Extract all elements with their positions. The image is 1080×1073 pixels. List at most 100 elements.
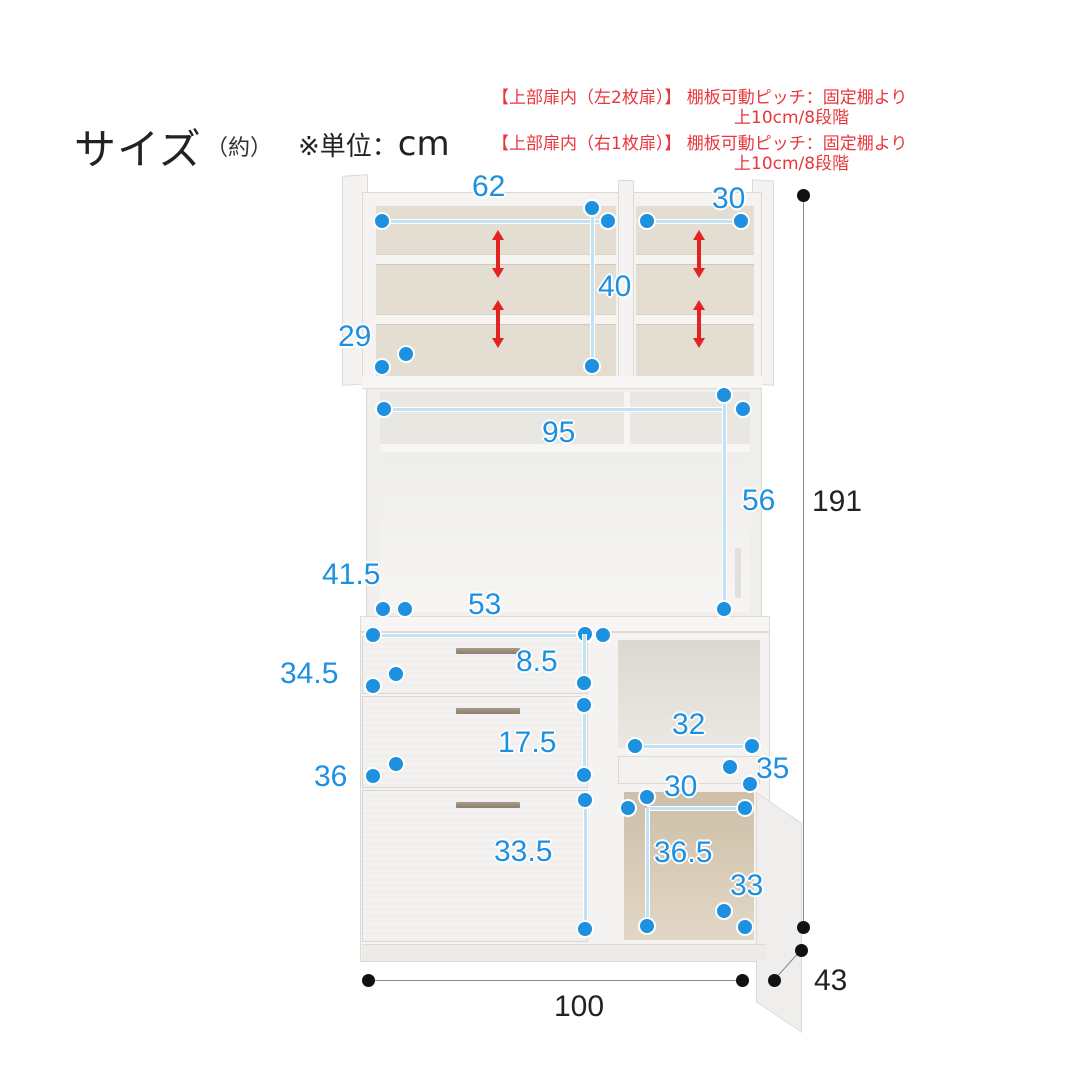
middle-top-shelf-space: [380, 392, 750, 444]
dim-overall-height: 191: [812, 485, 863, 518]
adjust-arrow-icon: [693, 230, 705, 278]
dim-counter-depth: 41.5: [322, 558, 381, 591]
dim-counter-width: 53: [468, 588, 502, 621]
dim-upper-right-width: 30: [712, 182, 746, 215]
dim-dot: [387, 665, 405, 683]
unit-value: cm: [397, 124, 450, 164]
dim-drawer2-depth: 36: [314, 760, 348, 793]
drawer-handle: [456, 802, 520, 808]
dim-line-slide-width: [635, 744, 752, 749]
unit-prefix: ※単位：: [298, 132, 398, 162]
dim-dot-black: [362, 974, 375, 987]
dim-dot: [736, 799, 754, 817]
dim-dot: [743, 737, 761, 755]
dim-lower-right-depth: 33: [730, 869, 764, 902]
adjust-arrow-icon: [693, 300, 705, 348]
dim-dot-black: [797, 189, 810, 202]
dim-dot: [364, 767, 382, 785]
note-bracket: 【上部扉内（右1枚扉）】: [492, 134, 682, 154]
dim-dot: [373, 212, 391, 230]
dim-dot: [576, 791, 594, 809]
dim-dot: [626, 737, 644, 755]
dim-slide-width: 32: [672, 708, 706, 741]
dim-upper-height: 40: [598, 270, 632, 303]
dim-upper-depth: 29: [338, 320, 372, 353]
dim-lower-right-height: 36.5: [654, 836, 713, 869]
dim-dot: [638, 212, 656, 230]
countertop: [360, 616, 770, 632]
dim-line-counter-width: [373, 633, 585, 638]
dim-dot: [736, 918, 754, 936]
size-title: サイズ: [74, 125, 202, 174]
appliance-space: [618, 640, 760, 748]
dim-dot: [575, 674, 593, 692]
lower-right-door-open: [756, 792, 802, 1034]
middle-divider: [624, 392, 630, 444]
note-text: 棚板可動ピッチ：固定棚より: [686, 134, 908, 154]
dim-dot: [575, 766, 593, 784]
dim-dot: [373, 358, 391, 376]
dim-dot-black: [795, 944, 808, 957]
dim-drawer1-height: 8.5: [516, 645, 558, 678]
unit-label: ※単位：cm: [298, 124, 450, 164]
dim-middle-height: 56: [742, 484, 776, 517]
dim-line-overall-width: [368, 980, 742, 981]
dim-line-middle-height: [722, 395, 727, 609]
drawer-3: [362, 790, 588, 942]
dim-dot: [732, 212, 750, 230]
note-upper-left: 【上部扉内（左2枚扉）】 棚板可動ピッチ：固定棚より: [492, 88, 907, 108]
dim-dot: [575, 696, 593, 714]
dim-dot: [364, 677, 382, 695]
dim-dot: [374, 600, 392, 618]
note-upper-right: 【上部扉内（右1枚扉）】 棚板可動ピッチ：固定棚より: [492, 134, 907, 154]
dim-line-drawer3-height: [583, 800, 588, 930]
adjust-arrow-icon: [492, 230, 504, 278]
dim-line-upper-right-width: [647, 219, 741, 224]
dim-line-overall-height: [803, 195, 804, 927]
dim-line-drawer1-height: [582, 634, 587, 684]
dim-line-lower-right-height: [645, 808, 650, 926]
adjust-arrow-icon: [492, 300, 504, 348]
shelf: [636, 314, 754, 325]
dim-dot: [364, 626, 382, 644]
dim-line-upper-height: [590, 208, 595, 366]
dim-dot: [583, 199, 601, 217]
note-text: 棚板可動ピッチ：固定棚より: [686, 88, 908, 108]
dim-dot: [396, 600, 414, 618]
drawer-handle: [456, 708, 520, 714]
dim-dot-black: [797, 921, 810, 934]
dim-dot: [594, 626, 612, 644]
dim-dot: [715, 386, 733, 404]
dim-overall-depth: 43: [814, 964, 848, 997]
drawer-2: [362, 696, 588, 788]
dim-overall-width: 100: [554, 990, 605, 1023]
dim-dot: [721, 758, 739, 776]
middle-back-panel: [380, 452, 750, 612]
dim-line-upper-left-width: [382, 219, 608, 224]
dim-line-middle-width: [384, 407, 724, 412]
plinth: [362, 944, 766, 961]
dim-drawer2-height: 17.5: [498, 726, 557, 759]
dim-dot: [715, 902, 733, 920]
dim-dot: [397, 345, 415, 363]
outlet-icon: [735, 548, 741, 598]
dim-dot-black: [768, 974, 781, 987]
note-upper-left-cont: 上10cm/8段階: [734, 108, 850, 128]
dim-dot-black: [736, 974, 749, 987]
dim-line-lower-right-width: [647, 806, 745, 811]
dim-dot: [599, 212, 617, 230]
dim-upper-left-width: 62: [472, 170, 506, 203]
dim-dot: [741, 775, 759, 793]
approx-label: （約）: [206, 136, 273, 161]
dim-middle-width: 95: [542, 416, 576, 449]
dim-dot: [375, 400, 393, 418]
dim-dot: [387, 755, 405, 773]
dim-dot: [583, 357, 601, 375]
dim-lower-right-width: 30: [664, 770, 698, 803]
dim-drawer3-height: 33.5: [494, 835, 553, 868]
dim-dot: [576, 920, 594, 938]
dim-dot: [619, 799, 637, 817]
drawer-handle: [456, 648, 520, 654]
dim-line-drawer2-height: [582, 705, 587, 775]
upper-right-interior: [636, 206, 754, 376]
